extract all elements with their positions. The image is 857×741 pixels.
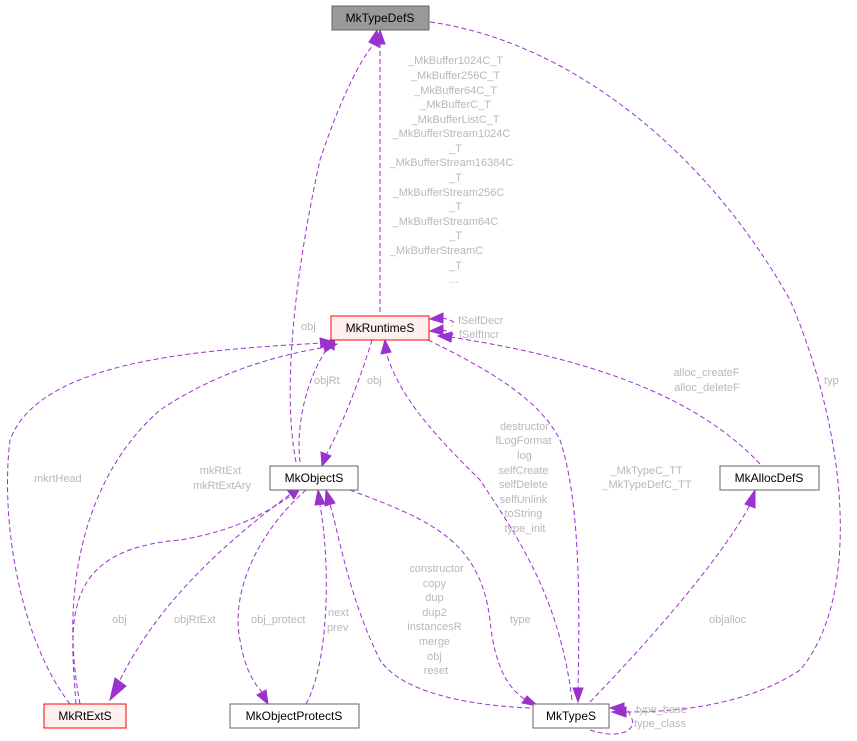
- svg-text:MkRtExtS: MkRtExtS: [58, 709, 111, 723]
- edge-label-obj-protect: obj_protect: [251, 614, 305, 626]
- node-mkallocdefs[interactable]: MkAllocDefS: [719, 465, 820, 491]
- edge-types-to-object: [324, 488, 531, 709]
- edge-object-to-runtime: [298, 334, 336, 463]
- edge-types-to-allocdef: [589, 488, 756, 703]
- edge-runtime-to-typedef: [374, 28, 386, 312]
- edge-label-objrt: objRt: [314, 375, 340, 387]
- edge-label-obj-runtime-object: obj: [367, 375, 382, 387]
- svg-text:MkTypeS: MkTypeS: [546, 709, 596, 723]
- svg-text:MkTypeDefS: MkTypeDefS: [346, 11, 415, 25]
- edge-label-object-functions: constructor copy dup dup2 instancesR mer…: [407, 563, 466, 677]
- edge-label-type: type: [510, 614, 531, 626]
- edge-types-to-typedef: [429, 21, 841, 718]
- edge-label-obj-rtext: obj: [112, 614, 127, 626]
- edge-label-obj-typedef: obj: [301, 321, 316, 333]
- edge-label-alloc: alloc_createF alloc_deleteF: [673, 367, 742, 394]
- edge-object-to-objprotect: [237, 489, 307, 706]
- edge-rtext-to-object: [72, 487, 301, 705]
- edge-label-mkrthead: mkrtHead: [34, 473, 82, 485]
- node-mkobjectprotects[interactable]: MkObjectProtectS: [229, 703, 360, 729]
- svg-text:MkRuntimeS: MkRuntimeS: [346, 321, 415, 335]
- edge-label-objalloc: objalloc: [709, 614, 747, 626]
- edge-label-mkrtext: mkRtExt mkRtExtAry: [193, 465, 252, 492]
- edge-object-to-rtext: [109, 489, 297, 702]
- svg-text:MkObjectS: MkObjectS: [285, 471, 344, 485]
- edge-runtime-to-types: [427, 339, 584, 704]
- edge-runtime-to-object: [320, 339, 373, 468]
- edge-label-buffer-types: _MkBuffer1024C_T _MkBuffer256C_T _MkBuff…: [389, 55, 517, 286]
- edge-label-type-functions: destructor fLogFormat log selfCreate sel…: [495, 421, 554, 535]
- svg-text:MkAllocDefS: MkAllocDefS: [735, 471, 804, 485]
- edge-rtext-to-runtime-2: [72, 341, 339, 705]
- edge-label-next-prev: next prev: [327, 607, 352, 634]
- edge-label-runtime-self: fSelfDecr fSelfIncr: [458, 315, 506, 341]
- svg-text:MkObjectProtectS: MkObjectProtectS: [246, 709, 343, 723]
- edge-types-to-runtime: [380, 338, 573, 701]
- edge-objprotect-to-object: [305, 488, 327, 705]
- edge-label-type-base-class: type_base type_class: [634, 704, 690, 730]
- edge-allocdef-to-runtime: [436, 331, 761, 465]
- edge-label-objrtext: objRtExt: [174, 614, 216, 626]
- edge-label-typ: typ: [824, 375, 839, 387]
- node-mktypes[interactable]: MkTypeS: [532, 703, 610, 729]
- node-mkrtexts[interactable]: MkRtExtS: [43, 703, 127, 729]
- edge-rtext-to-runtime: [7, 337, 336, 705]
- node-mkobjects[interactable]: MkObjectS: [269, 465, 359, 491]
- edge-object-to-typedef: [289, 28, 380, 463]
- node-mkruntimes[interactable]: MkRuntimeS: [330, 315, 430, 341]
- edge-label-typec: _MkTypeC_TT _MkTypeDefC_TT: [601, 465, 692, 491]
- edge-types-self: [589, 702, 633, 735]
- node-mktypedefs[interactable]: MkTypeDefS: [331, 5, 430, 31]
